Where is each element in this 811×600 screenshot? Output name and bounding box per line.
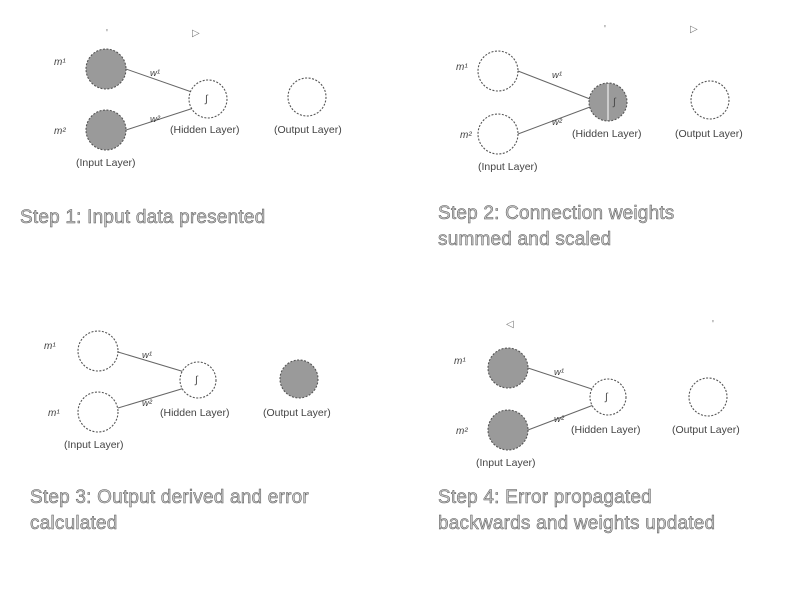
activation-function-label: ∫ xyxy=(604,392,609,403)
forward-marker-left: ' xyxy=(604,24,606,35)
input-1-label: m¹ xyxy=(456,62,468,73)
step-caption: Step 4: Error propagated backwards and w… xyxy=(438,485,811,537)
backward-arrow-icon: ◁ xyxy=(506,319,514,330)
weight-2-label: w² xyxy=(142,398,153,409)
caption-line-2: summed and scaled xyxy=(438,229,612,251)
weight-2-label: w² xyxy=(552,117,563,128)
output-layer-label: (Output Layer) xyxy=(274,124,342,136)
input-2-label: m² xyxy=(456,426,468,437)
caption-line-1: Step 4: Error propagated xyxy=(438,487,652,509)
forward-arrow-icon: ▷ xyxy=(690,24,698,35)
output-layer-label: (Output Layer) xyxy=(675,128,743,140)
hidden-layer-label: (Hidden Layer) xyxy=(160,407,229,419)
step-1-panel: ' ▷ m¹ m² w¹ w² ∫ (Input Layer) (Hidden … xyxy=(20,18,420,308)
input-layer-label: (Input Layer) xyxy=(76,157,136,169)
input-node-2 xyxy=(77,391,119,433)
caption-line-1: Step 1: Input data presented xyxy=(20,207,266,229)
output-layer-label: (Output Layer) xyxy=(672,424,740,436)
output-node xyxy=(688,377,728,417)
input-node-1 xyxy=(477,50,519,92)
step-caption: Step 3: Output derived and error calcula… xyxy=(30,485,410,537)
input-2-label: m² xyxy=(54,126,66,137)
input-2-label: m¹ xyxy=(48,408,60,419)
edge-w2 xyxy=(527,400,605,431)
input-node-1 xyxy=(487,347,529,389)
input-2-label: m² xyxy=(460,130,472,141)
step-4-panel: ◁ ' m¹ m² w¹ w² ∫ (Input Layer) (Hidden … xyxy=(438,310,811,600)
input-node-2 xyxy=(85,109,127,151)
network-diagram: m¹ m¹ w¹ w² ∫ (Input Layer) (Hidden Laye… xyxy=(44,330,331,451)
weight-1-label: w¹ xyxy=(554,367,564,378)
input-node-2 xyxy=(477,113,519,155)
input-node-2 xyxy=(487,409,529,451)
forward-arrow-icon: ▷ xyxy=(192,28,200,39)
weight-1-label: w¹ xyxy=(142,350,152,361)
step-3-panel: m¹ m¹ w¹ w² ∫ (Input Layer) (Hidden Laye… xyxy=(30,310,430,600)
input-layer-label: (Input Layer) xyxy=(64,439,124,451)
caption-line-1: Step 2: Connection weights xyxy=(438,203,675,225)
caption-line-1: Step 3: Output derived and error xyxy=(30,487,309,509)
step-caption: Step 1: Input data presented xyxy=(20,205,400,231)
step-2-panel: ' ▷ m¹ m² w¹ w² ∫ (Input Layer) (Hidden … xyxy=(438,18,811,308)
input-node-1 xyxy=(85,48,127,90)
network-diagram: ◁ ' m¹ m² w¹ w² ∫ (Input Layer) (Hidden … xyxy=(454,319,740,469)
activation-function-label: ∫ xyxy=(204,94,209,105)
input-1-label: m¹ xyxy=(44,341,56,352)
backward-marker-right: ' xyxy=(712,319,714,330)
hidden-node xyxy=(589,378,627,416)
step-caption: Step 2: Connection weights summed and sc… xyxy=(438,201,811,253)
input-node-1 xyxy=(77,330,119,372)
input-1-label: m¹ xyxy=(54,57,66,68)
hidden-layer-label: (Hidden Layer) xyxy=(170,124,239,136)
caption-line-2: backwards and weights updated xyxy=(438,513,716,535)
hidden-layer-label: (Hidden Layer) xyxy=(571,424,640,436)
caption-line-2: calculated xyxy=(30,513,118,535)
edge-w1 xyxy=(517,70,591,100)
hidden-node xyxy=(188,79,228,119)
edge-w1 xyxy=(527,367,605,394)
output-node xyxy=(690,80,730,120)
output-node xyxy=(279,359,319,399)
network-diagram: ' ▷ m¹ m² w¹ w² ∫ (Input Layer) (Hidden … xyxy=(54,28,342,169)
hidden-layer-label: (Hidden Layer) xyxy=(572,128,641,140)
output-layer-label: (Output Layer) xyxy=(263,407,331,419)
network-diagram: ' ▷ m¹ m² w¹ w² ∫ (Input Layer) (Hidden … xyxy=(456,24,743,173)
input-layer-label: (Input Layer) xyxy=(478,161,538,173)
forward-marker-left: ' xyxy=(106,28,108,39)
activation-function-label: ∫ xyxy=(612,97,617,108)
weight-1-label: w¹ xyxy=(150,68,160,79)
hidden-node xyxy=(179,361,217,399)
input-layer-label: (Input Layer) xyxy=(476,457,536,469)
weight-2-label: w² xyxy=(554,414,565,425)
input-1-label: m¹ xyxy=(454,356,466,367)
edge-w2 xyxy=(517,106,591,135)
weight-1-label: w¹ xyxy=(552,70,562,81)
output-node xyxy=(287,77,327,117)
weight-2-label: w² xyxy=(150,114,161,125)
activation-function-label: ∫ xyxy=(194,375,199,386)
